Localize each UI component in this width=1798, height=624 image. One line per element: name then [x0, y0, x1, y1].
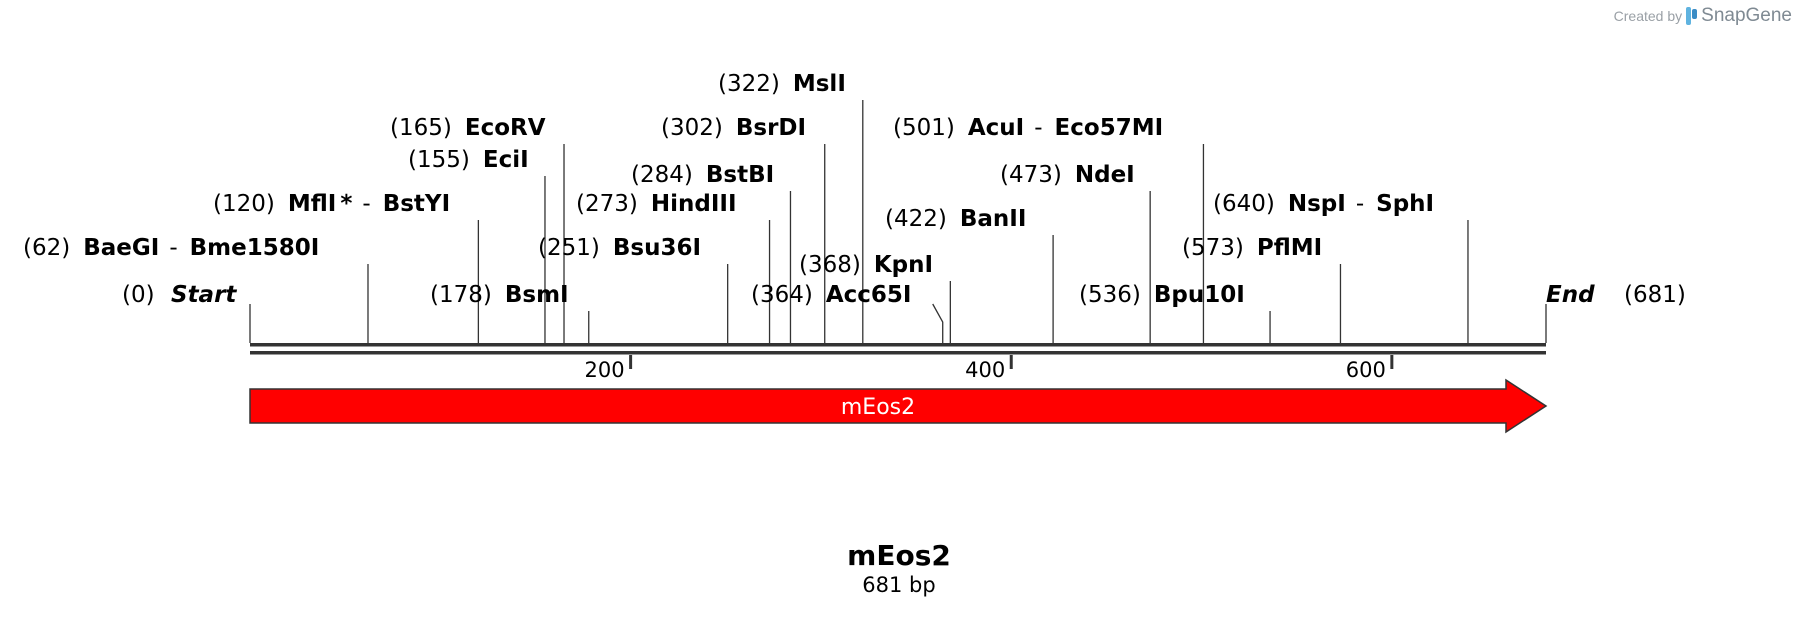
enzyme-name[interactable]: NspI: [1288, 191, 1346, 217]
backbone-top-line: [250, 343, 1546, 347]
credit-brand: SnapGene: [1701, 5, 1792, 26]
site-position-label: (273): [576, 191, 638, 217]
credit-prefix: Created by: [1613, 8, 1683, 24]
enzyme-name[interactable]: SphI: [1376, 191, 1434, 217]
site-position-label: (473): [1000, 162, 1062, 188]
site-position-label: (422): [885, 206, 947, 232]
site-position-label: (322): [718, 71, 780, 97]
backbone-bottom-line: [250, 351, 1546, 355]
site-name-separator: -: [1034, 115, 1042, 141]
enzyme-name[interactable]: BstBI: [706, 162, 774, 188]
snapgene-logo-icon: [1686, 7, 1698, 25]
enzyme-name[interactable]: Eco57MI: [1055, 115, 1164, 141]
enzyme-name[interactable]: PflMI: [1257, 235, 1322, 261]
enzyme-name[interactable]: BanII: [960, 206, 1027, 232]
site-position-label: (302): [661, 115, 723, 141]
axis-tick-label: 600: [1346, 358, 1386, 382]
enzyme-name[interactable]: BaeGI: [83, 235, 159, 261]
start-label: Start: [171, 282, 237, 308]
site-position-label: (178): [430, 282, 492, 308]
enzyme-name[interactable]: EciI: [483, 147, 529, 173]
site-position-label: (536): [1079, 282, 1141, 308]
enzyme-name[interactable]: Bsu36I: [613, 235, 701, 261]
enzyme-name[interactable]: Bme1580I: [190, 235, 320, 261]
site-name-separator: -: [1356, 191, 1364, 217]
enzyme-name[interactable]: BsmI: [505, 282, 569, 308]
site-position-label: (251): [538, 235, 600, 261]
axis-tick-label: 200: [585, 358, 625, 382]
axis-tick-label: 400: [965, 358, 1005, 382]
sequence-title: mEos2 681 bp: [0, 540, 1798, 598]
enzyme-name[interactable]: Bpu10I: [1154, 282, 1245, 308]
enzyme-name[interactable]: BsrDI: [736, 115, 806, 141]
site-name-separator: -: [362, 191, 370, 217]
end-label: End: [1546, 282, 1595, 308]
snapgene-credit[interactable]: Created by SnapGene: [1614, 5, 1792, 27]
site-position-label: (364): [751, 282, 813, 308]
enzyme-name[interactable]: KpnI: [874, 252, 933, 278]
site-position-label: (501): [893, 115, 955, 141]
enzyme-name[interactable]: BstYI: [383, 191, 450, 217]
enzyme-name[interactable]: AcuI: [968, 115, 1024, 141]
enzyme-name[interactable]: NdeI: [1075, 162, 1135, 188]
site-position-label: (573): [1182, 235, 1244, 261]
site-connector-line: [932, 303, 944, 343]
methylation-star-icon: *: [340, 191, 352, 217]
end-position-label: (681): [1624, 282, 1686, 308]
enzyme-name[interactable]: HindIII: [651, 191, 737, 217]
enzyme-name[interactable]: MslI: [793, 71, 846, 97]
site-position-label: (155): [408, 147, 470, 173]
start-position-label: (0): [122, 282, 155, 308]
site-position-label: (368): [799, 252, 861, 278]
enzyme-name[interactable]: EcoRV: [465, 115, 546, 141]
site-position-label: (165): [390, 115, 452, 141]
site-position-label: (62): [23, 235, 70, 261]
enzyme-name[interactable]: MflI: [288, 191, 337, 217]
enzyme-name[interactable]: Acc65I: [826, 282, 912, 308]
site-position-label: (284): [631, 162, 693, 188]
feature-arrow-meos2: [249, 378, 1548, 434]
site-position-label: (120): [213, 191, 275, 217]
site-name-separator: -: [169, 235, 177, 261]
feature-label[interactable]: mEos2: [841, 395, 915, 420]
sequence-name: mEos2: [847, 539, 951, 572]
sequence-length: 681 bp: [862, 573, 936, 597]
site-position-label: (640): [1213, 191, 1275, 217]
